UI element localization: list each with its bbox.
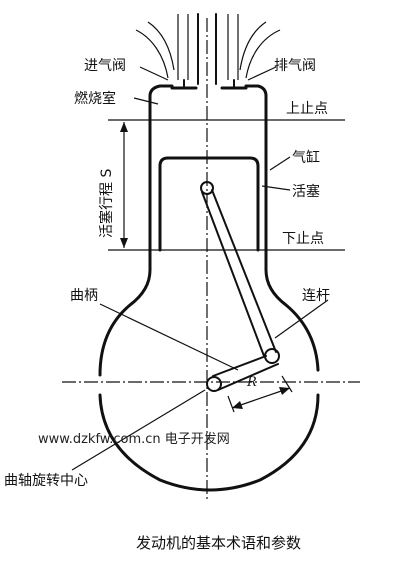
stroke-dimension xyxy=(120,122,128,248)
cylinder-head xyxy=(148,84,268,112)
crank-pin xyxy=(264,348,280,364)
exhaust-port xyxy=(227,14,281,80)
connecting-rod xyxy=(201,189,277,357)
diagram-caption: 发动机的基本术语和参数 xyxy=(136,534,301,552)
intake-valve-label: 进气阀 xyxy=(84,58,126,74)
cylinder-label: 气缸 xyxy=(292,149,320,166)
combustion-chamber-label: 燃烧室 xyxy=(74,90,116,107)
piston xyxy=(158,156,260,252)
intake-valve xyxy=(170,79,198,90)
top-dead-center-label: 上止点 xyxy=(286,101,328,117)
radius-dimension xyxy=(227,375,293,413)
crankshaft-center-point xyxy=(206,376,222,392)
crank-label: 曲柄 xyxy=(70,288,98,304)
exhaust-valve xyxy=(220,79,248,90)
crankshaft-center-label: 曲轴旋转中心 xyxy=(4,473,88,489)
crank-web xyxy=(212,355,279,391)
intake-port xyxy=(135,14,189,80)
bottom-dead-center-label: 下止点 xyxy=(282,231,324,247)
piston-label: 活塞 xyxy=(292,183,320,200)
leader-lines xyxy=(71,66,329,471)
exhaust-valve-label: 排气阀 xyxy=(274,58,316,74)
stroke-label: 活塞行程 S xyxy=(98,169,115,238)
connecting-rod-label: 连杆 xyxy=(302,288,330,304)
watermark: www.dzkfw.com.cn 电子开发网 xyxy=(38,431,230,447)
radius-label: R xyxy=(246,375,257,390)
